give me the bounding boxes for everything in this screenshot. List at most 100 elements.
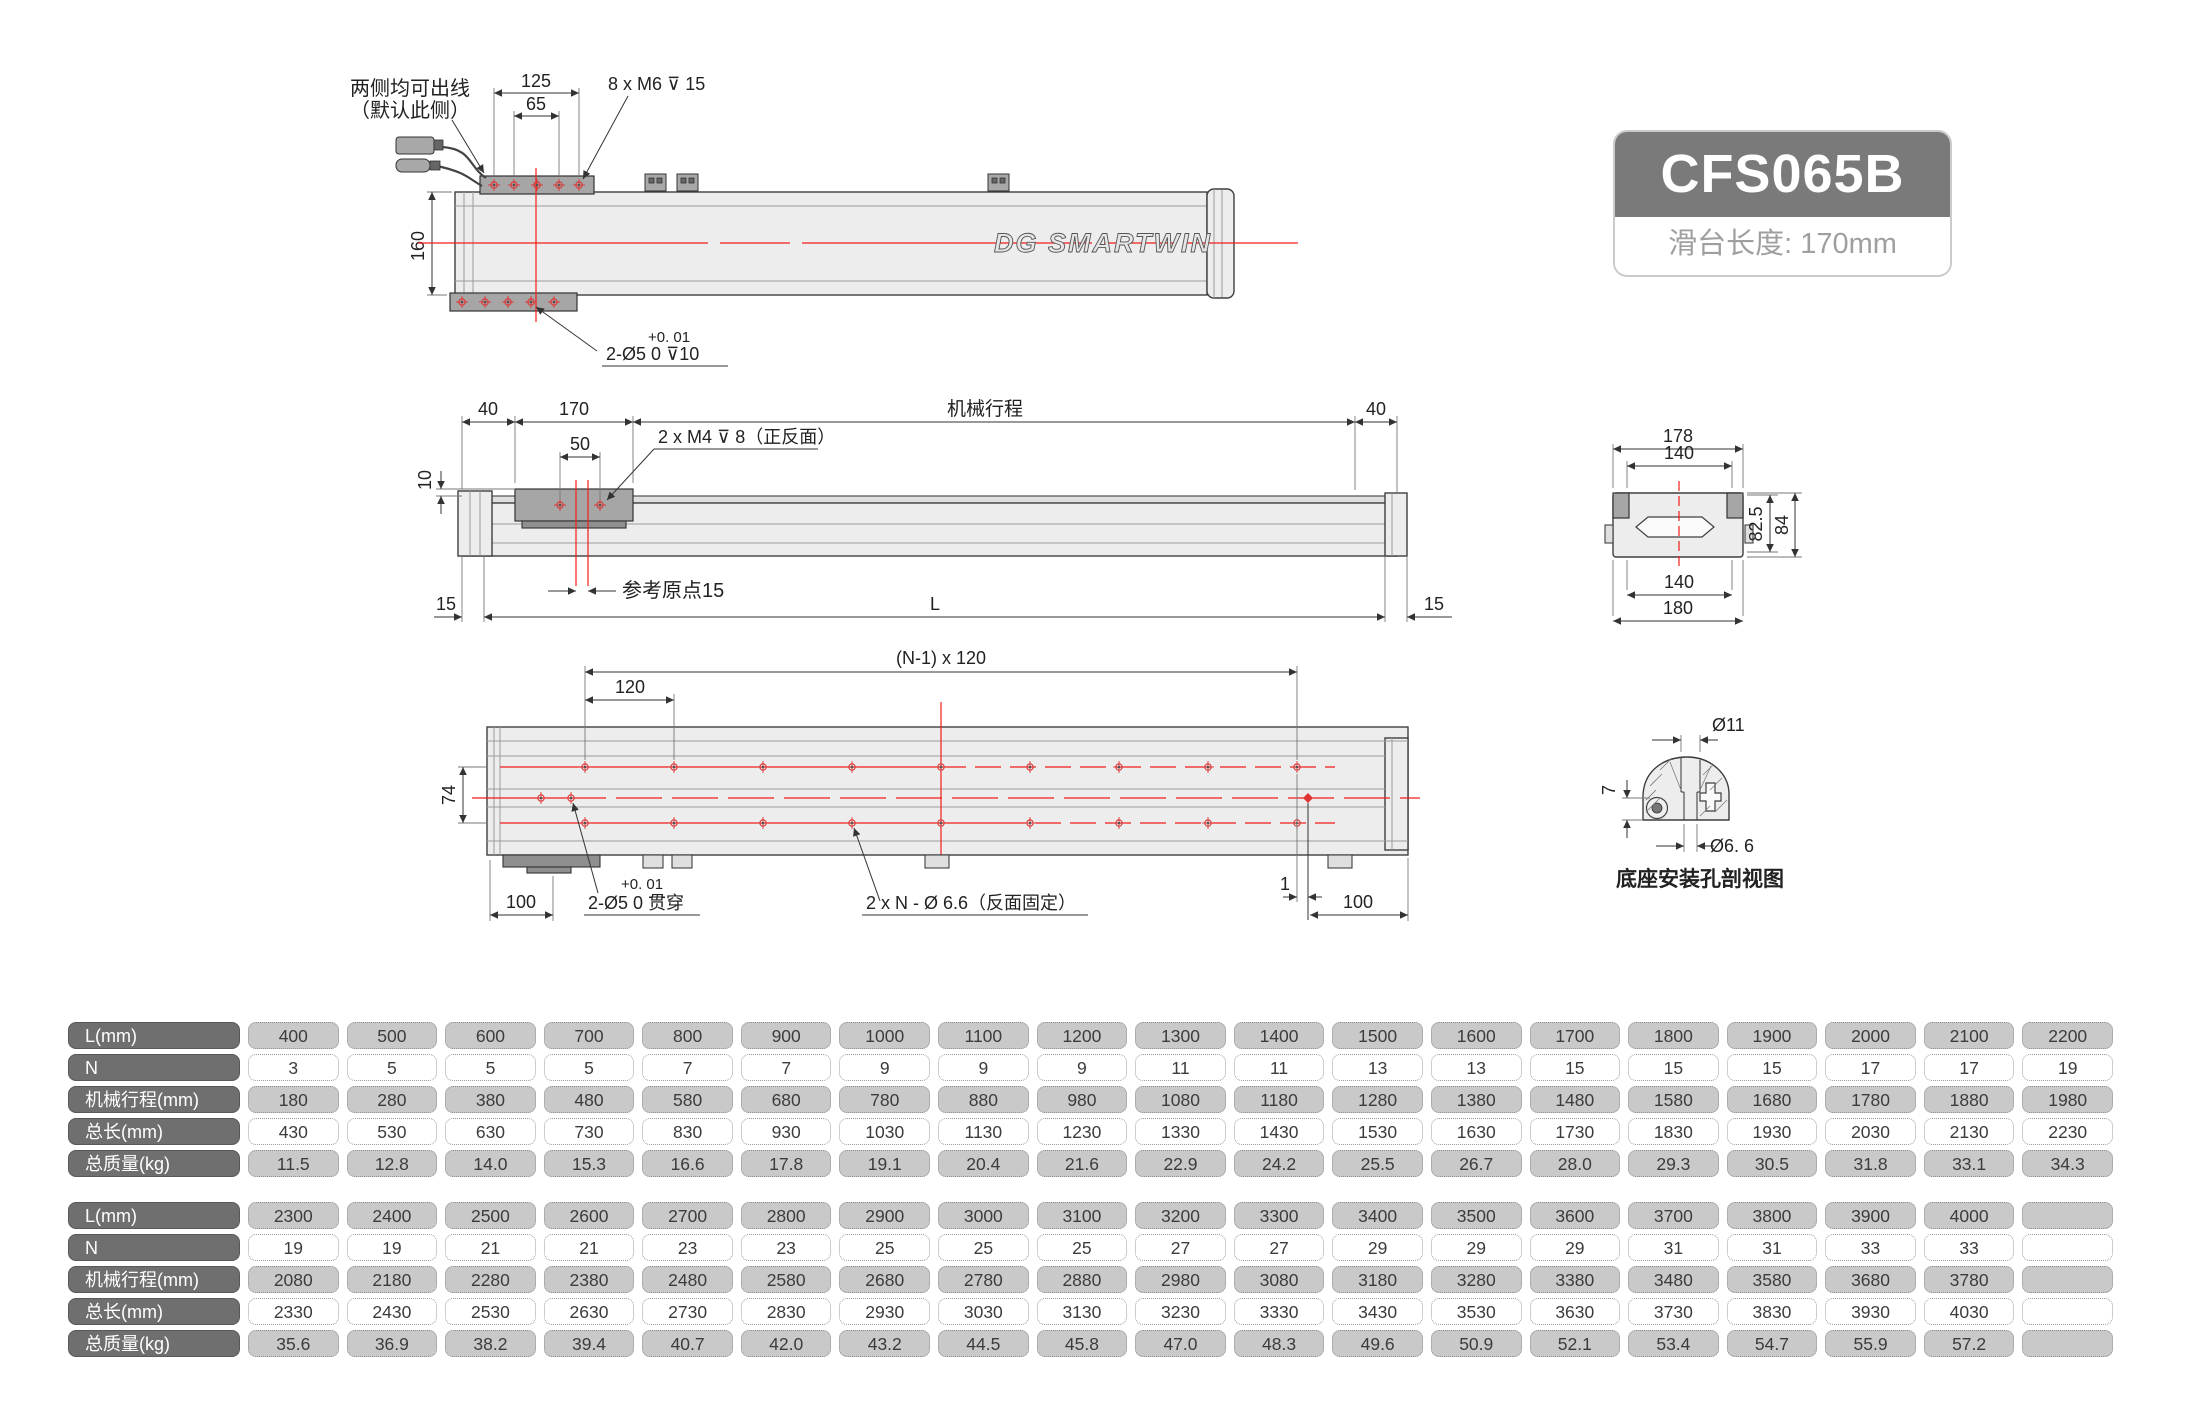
table-cell: 380 — [445, 1086, 536, 1113]
table-cell: 5 — [346, 1054, 438, 1081]
sensor-clamp — [644, 173, 667, 192]
table-cell: 1880 — [1923, 1086, 2015, 1113]
table-cell: 40.7 — [642, 1330, 733, 1357]
table-cell: 25 — [938, 1234, 1029, 1261]
pin-through-note: 2-Ø5 0 贯穿 — [588, 893, 684, 913]
dim-140-top: 140 — [1664, 443, 1694, 463]
dim-170: 170 — [559, 399, 589, 419]
dim-hole-pattern: (N-1) x 120 — [896, 648, 986, 668]
table-cell: 1600 — [1430, 1022, 1522, 1049]
table-cell: 880 — [938, 1086, 1029, 1113]
pin-hole-note: 2-Ø5 0 ⊽10 — [606, 344, 699, 364]
table-cell: 11 — [1233, 1054, 1325, 1081]
table-cell: 29 — [1430, 1234, 1522, 1261]
table-cell: 1500 — [1332, 1022, 1423, 1049]
table-cell: 2580 — [740, 1266, 832, 1293]
table-cell: 3280 — [1430, 1266, 1522, 1293]
table-cell — [2022, 1298, 2113, 1325]
table-cell: 2530 — [445, 1298, 536, 1325]
table-cell: 35.6 — [248, 1330, 339, 1357]
table-cell: 57.2 — [1923, 1330, 2015, 1357]
side-view: 40 170 机械行程 40 50 10 2 x M4 ⊽ 8（正反面） 参考原… — [415, 398, 1452, 622]
dim-40-right: 40 — [1366, 399, 1386, 419]
row-header: L(mm) — [68, 1022, 240, 1049]
table-cell: 3000 — [938, 1202, 1029, 1229]
table-cell: 21 — [445, 1234, 536, 1261]
table-cell: 20.4 — [938, 1150, 1029, 1177]
mechanical-stroke-label: 机械行程 — [947, 398, 1023, 420]
table-cell: 1030 — [839, 1118, 931, 1145]
dim-140-bottom: 140 — [1664, 572, 1694, 592]
table-cell: 9 — [938, 1054, 1029, 1081]
table-cell: 17 — [1923, 1054, 2015, 1081]
table-cell: 34.3 — [2022, 1150, 2113, 1177]
table-cell: 680 — [740, 1086, 832, 1113]
foot — [924, 854, 950, 869]
dim-100-left: 100 — [506, 892, 536, 912]
dim-10: 10 — [415, 470, 435, 490]
thread-note-m4: 2 x M4 ⊽ 8（正反面） — [658, 427, 835, 447]
table-cell: 3330 — [1233, 1298, 1325, 1325]
table-cell: 29 — [1529, 1234, 1621, 1261]
table-cell: 31 — [1726, 1234, 1818, 1261]
table-cell: 280 — [346, 1086, 438, 1113]
table-cell: 26.7 — [1430, 1150, 1522, 1177]
table-cell: 3800 — [1726, 1202, 1818, 1229]
table-cell: 22.9 — [1135, 1150, 1226, 1177]
table-cell: 3700 — [1628, 1202, 1719, 1229]
table-cell: 2000 — [1825, 1022, 1916, 1049]
row-header: N — [68, 1054, 240, 1081]
table-cell: 1900 — [1726, 1022, 1818, 1049]
table-cell: 530 — [346, 1118, 438, 1145]
table-cell: 5 — [445, 1054, 536, 1081]
table-cell: 3500 — [1430, 1202, 1522, 1229]
table-cell: 1530 — [1332, 1118, 1423, 1145]
table-cell: 4000 — [1923, 1202, 2015, 1229]
table-cell: 11.5 — [248, 1150, 339, 1177]
dim-65: 65 — [526, 94, 546, 114]
table-cell: 1830 — [1628, 1118, 1719, 1145]
dim-160: 160 — [408, 231, 428, 261]
foot — [671, 854, 693, 869]
profile-slot — [1635, 516, 1715, 538]
table-cell: 43.2 — [839, 1330, 931, 1357]
thread-note-m6: 8 x M6 ⊽ 15 — [608, 74, 705, 94]
table-cell: 3230 — [1135, 1298, 1226, 1325]
table-cell: 27 — [1135, 1234, 1226, 1261]
row-header: 总长(mm) — [68, 1298, 240, 1325]
table-cell: 2800 — [740, 1202, 832, 1229]
table-cell: 1580 — [1628, 1086, 1719, 1113]
table-cell: 24.2 — [1233, 1150, 1325, 1177]
table-cell: 1280 — [1332, 1086, 1423, 1113]
row-header: 总质量(kg) — [68, 1150, 240, 1177]
table-cell: 3930 — [1825, 1298, 1916, 1325]
table-cell: 2980 — [1135, 1266, 1226, 1293]
row-header: 总长(mm) — [68, 1118, 240, 1145]
row-header: N — [68, 1234, 240, 1261]
table-cell: 1000 — [839, 1022, 931, 1049]
table-cell: 3100 — [1036, 1202, 1128, 1229]
table-cell: 3030 — [938, 1298, 1029, 1325]
pin-tolerance-bottom: +0. 01 — [621, 876, 663, 893]
cable-connectors — [395, 136, 487, 187]
table-cell: 3630 — [1529, 1298, 1621, 1325]
table-cell: 1180 — [1233, 1086, 1325, 1113]
table-cell: 19 — [2022, 1054, 2113, 1081]
section-view: 178 140 82.5 84 140 180 — [1604, 426, 1802, 625]
cable-exit-note-line2: （默认此侧） — [350, 99, 470, 122]
table-cell: 800 — [642, 1022, 733, 1049]
table-cell: 27 — [1233, 1234, 1325, 1261]
table-cell: 2600 — [543, 1202, 635, 1229]
dim-82-5: 82.5 — [1746, 506, 1766, 541]
table-cell: 2030 — [1825, 1118, 1916, 1145]
table-cell — [2022, 1330, 2113, 1357]
table-cell: 2930 — [839, 1298, 931, 1325]
dim-1: 1 — [1280, 874, 1290, 894]
table-cell: 39.4 — [543, 1330, 635, 1357]
table-cell: 1780 — [1825, 1086, 1916, 1113]
table-cell: 25.5 — [1332, 1150, 1423, 1177]
cable-exit-note-line1: 两侧均可出线 — [350, 77, 470, 100]
table-cell: 45.8 — [1036, 1330, 1128, 1357]
